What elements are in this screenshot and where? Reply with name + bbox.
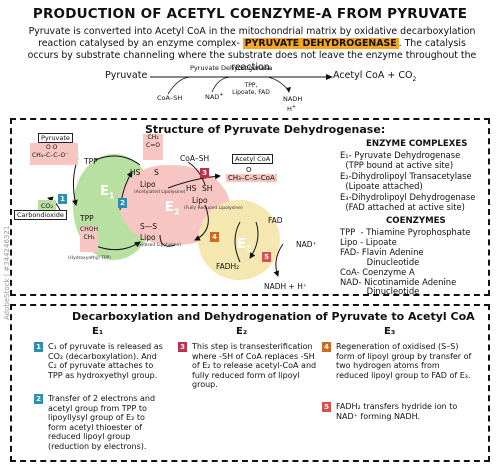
step-5: 5 FADH₂ transfers hydride ion to NAD⁺ fo… xyxy=(322,402,472,421)
nad-label: NAD⁺ xyxy=(296,240,317,249)
e1-label: E1 xyxy=(100,184,115,201)
equation-h: H+ xyxy=(287,104,297,114)
intro-text-1: Pyruvate is converted into Acetyl CoA in… xyxy=(28,26,476,49)
acetylated-s: S xyxy=(154,168,159,177)
step-1: 1 C₁ of pyruvate is released as CO₂ (dec… xyxy=(34,342,166,380)
enzyme-e2: E₂-Dihydrolipoyl Transacetylase (Lipoate… xyxy=(340,171,472,191)
coenzyme-line-2: Lipo - Lipoate xyxy=(340,237,397,247)
step-3: 3 This step is transesterification where… xyxy=(178,342,318,390)
equation-nadh: NADH xyxy=(283,95,303,103)
equation-substrate: Pyruvate xyxy=(105,70,148,81)
coenzymes-heading: COENZYMES xyxy=(386,216,446,226)
reduced-hs: HS xyxy=(186,184,197,193)
badge-5: 5 xyxy=(262,252,271,262)
acetyl-coa-label: Acetyl CoA xyxy=(232,154,274,164)
reduced-lipo-label: (Fully Reduced Lipolysine) xyxy=(184,206,243,211)
hydroxyethyl-box: CHOH CH₃ xyxy=(80,226,98,252)
acetyl-group-box: CH₃ C=O xyxy=(143,134,163,160)
badge-1: 1 xyxy=(58,194,67,204)
coenzyme-line-4: Dinucleotide xyxy=(340,257,420,267)
column-e2: E₂ xyxy=(236,326,248,337)
step-4: 4 Regeneration of oxidised (S–S) form of… xyxy=(322,342,472,380)
page-title: PRODUCTION OF ACETYL COENZYME-A FROM PYR… xyxy=(32,6,468,22)
pyruvate-label: Pyruvate xyxy=(38,133,73,143)
nadh-label: NADH + H⁺ xyxy=(264,282,307,291)
enzyme-complexes-heading: ENZYME COMPLEXES xyxy=(366,139,468,149)
coenzyme-line-3: FAD- Flavin Adenine xyxy=(340,247,424,257)
equation-enzyme: Pyruvate Dehydrogenase xyxy=(190,64,273,72)
tpp-top: TPP xyxy=(84,157,98,166)
overall-equation: Pyruvate Pyruvate Dehydrogenase Acetyl C… xyxy=(0,64,500,118)
column-e3: E₃ xyxy=(384,326,396,337)
fad-label: FAD xyxy=(268,216,283,225)
enzyme-e1: E₁- Pyruvate Dehydrogenase (TPP bound at… xyxy=(340,150,461,170)
pyruvate-formula: O O CH₃–C–C–O⁻ xyxy=(30,143,78,165)
steps-panel xyxy=(10,304,490,462)
lipo-reduced: Lipo xyxy=(192,196,208,205)
watermark: AdobeStock | #344246321 xyxy=(3,225,11,320)
reduced-sh: SH xyxy=(202,184,213,193)
enzyme-e3: E₃-Dihydrolipoyl Dehydrogenase (FAD atta… xyxy=(340,192,476,212)
e2-label: E2 xyxy=(165,200,180,217)
carbondioxide-label: Carbondioxide xyxy=(14,210,67,220)
equation-coash: CoA–SH xyxy=(157,94,183,102)
equation-product: Acetyl CoA + CO2 xyxy=(333,70,417,83)
intro-text-2: . The catalysis occurs by substrate chan… xyxy=(27,38,477,73)
equation-cofactors: TPP, Lipoate, FAD xyxy=(232,82,270,96)
structure-panel xyxy=(10,118,490,296)
acetylated-hs: HS xyxy=(130,168,141,177)
structure-title: Structure of Pyruvate Dehydrogenase: xyxy=(145,123,386,136)
hydroxyethyl-tpp-label: (Hydroxyethyl TPP) xyxy=(68,256,112,261)
badge-2: 2 xyxy=(118,198,127,208)
tpp-bottom: TPP xyxy=(80,214,94,223)
oxidised-lipo-label: (Oxidised Lipolysine) xyxy=(134,243,181,248)
coenzyme-line-7: Dinucleotide xyxy=(340,286,420,296)
steps-title: Decarboxylation and Dehydrogenation of P… xyxy=(72,310,475,323)
coenzyme-line-5: CoA- Coenzyme A xyxy=(340,267,415,277)
coenzyme-line-6: NAD- Nicotinamide Adenine xyxy=(340,277,457,287)
fadh2-label: FADH₂ xyxy=(216,262,240,271)
intro-paragraph: Pyruvate is converted into Acetyl CoA in… xyxy=(26,26,478,74)
coash-label: CoA–SH xyxy=(180,154,210,163)
lipo-top: Lipo xyxy=(140,180,156,189)
oxidised-ss: S—S xyxy=(140,222,158,231)
equation-arrows xyxy=(150,74,333,95)
lipo-bottom: Lipo xyxy=(140,233,156,242)
acetylated-lipo-label: (Acetylated Lipolysine) xyxy=(134,190,186,195)
equation-nad: NAD+ xyxy=(205,92,224,102)
coenzyme-line-1: TPP - Thiamine Pyrophosphate xyxy=(340,227,471,237)
e3-label: E3 xyxy=(237,237,252,254)
badge-3: 3 xyxy=(200,168,209,178)
intro-highlight: PYRUVATE DEHYDROGENASE xyxy=(242,38,399,49)
co2-box: CO₂ xyxy=(38,200,56,212)
step-2: 2 Transfer of 2 electrons and acetyl gro… xyxy=(34,394,166,452)
acetyl-coa-formula: O CH₃–C–S–CoA xyxy=(226,166,277,182)
badge-4: 4 xyxy=(210,232,219,242)
column-e1: E₁ xyxy=(92,326,104,337)
